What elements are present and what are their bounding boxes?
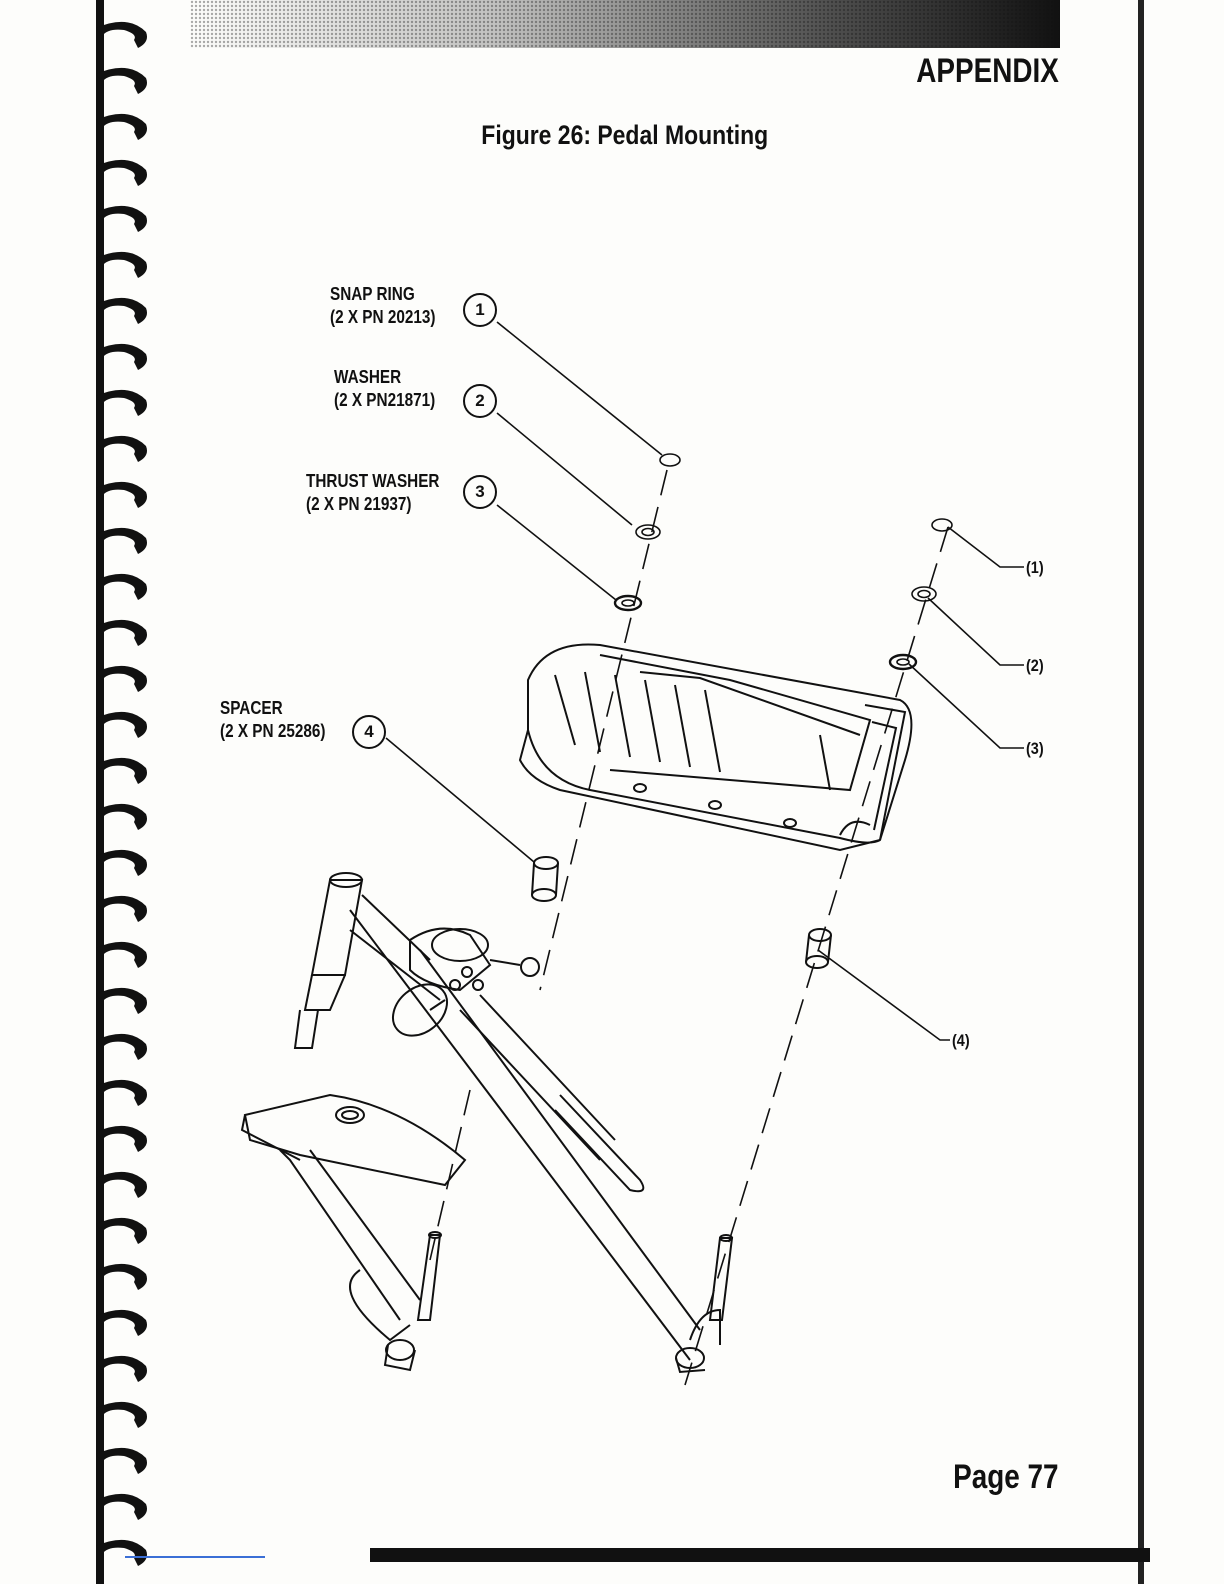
callout-3: 3 — [463, 475, 497, 509]
part-name-snap-ring: SNAP RING — [330, 283, 435, 306]
callout-4: 4 — [352, 715, 386, 749]
part-number-thrust-washer: (2 X PN 21937) — [306, 493, 439, 516]
part-name-washer: WASHER — [334, 366, 435, 389]
part-name-spacer: SPACER — [220, 697, 325, 720]
part-label-snap-ring: SNAP RING (2 X PN 20213) — [330, 283, 435, 329]
leader-line-2 — [497, 413, 632, 525]
leader-line-ref2 — [928, 598, 1024, 665]
callout-1: 1 — [463, 293, 497, 327]
part-label-thrust-washer: THRUST WASHER (2 X PN 21937) — [306, 470, 439, 516]
scan-mark — [125, 1556, 265, 1558]
leader-line-1 — [497, 322, 662, 455]
snap-ring-right — [932, 519, 952, 531]
ref-label-4: (4) — [952, 1031, 970, 1051]
part-number-washer: (2 X PN21871) — [334, 389, 435, 412]
part-name-thrust-washer: THRUST WASHER — [306, 470, 439, 493]
part-number-snap-ring: (2 X PN 20213) — [330, 306, 435, 329]
leader-line-3 — [497, 505, 616, 600]
leader-line-ref3 — [909, 664, 1024, 748]
page-right-edge — [1138, 0, 1144, 1584]
leader-line-ref4 — [818, 950, 950, 1040]
callout-2: 2 — [463, 384, 497, 418]
ref-label-3: (3) — [1026, 739, 1044, 759]
washer-right — [918, 591, 930, 598]
axis-left — [540, 470, 667, 990]
ref-label-2: (2) — [1026, 656, 1044, 676]
page-number: Page 77 — [954, 1458, 1059, 1497]
leader-line-4 — [386, 738, 534, 862]
leader-line-ref1 — [948, 527, 1024, 567]
mounting-bracket — [242, 1095, 465, 1370]
part-label-spacer: SPACER (2 X PN 25286) — [220, 697, 325, 743]
part-number-spacer: (2 X PN 25286) — [220, 720, 325, 743]
bottom-rule — [370, 1548, 1150, 1562]
thrust-washer-right — [890, 655, 916, 669]
thrust-washer-left — [615, 596, 641, 610]
ref-label-1: (1) — [1026, 558, 1044, 578]
part-label-washer: WASHER (2 X PN21871) — [334, 366, 435, 412]
spacer-left — [532, 857, 558, 901]
snap-ring-left — [660, 454, 680, 466]
crank-assembly — [295, 873, 700, 1360]
pedal — [520, 644, 911, 850]
